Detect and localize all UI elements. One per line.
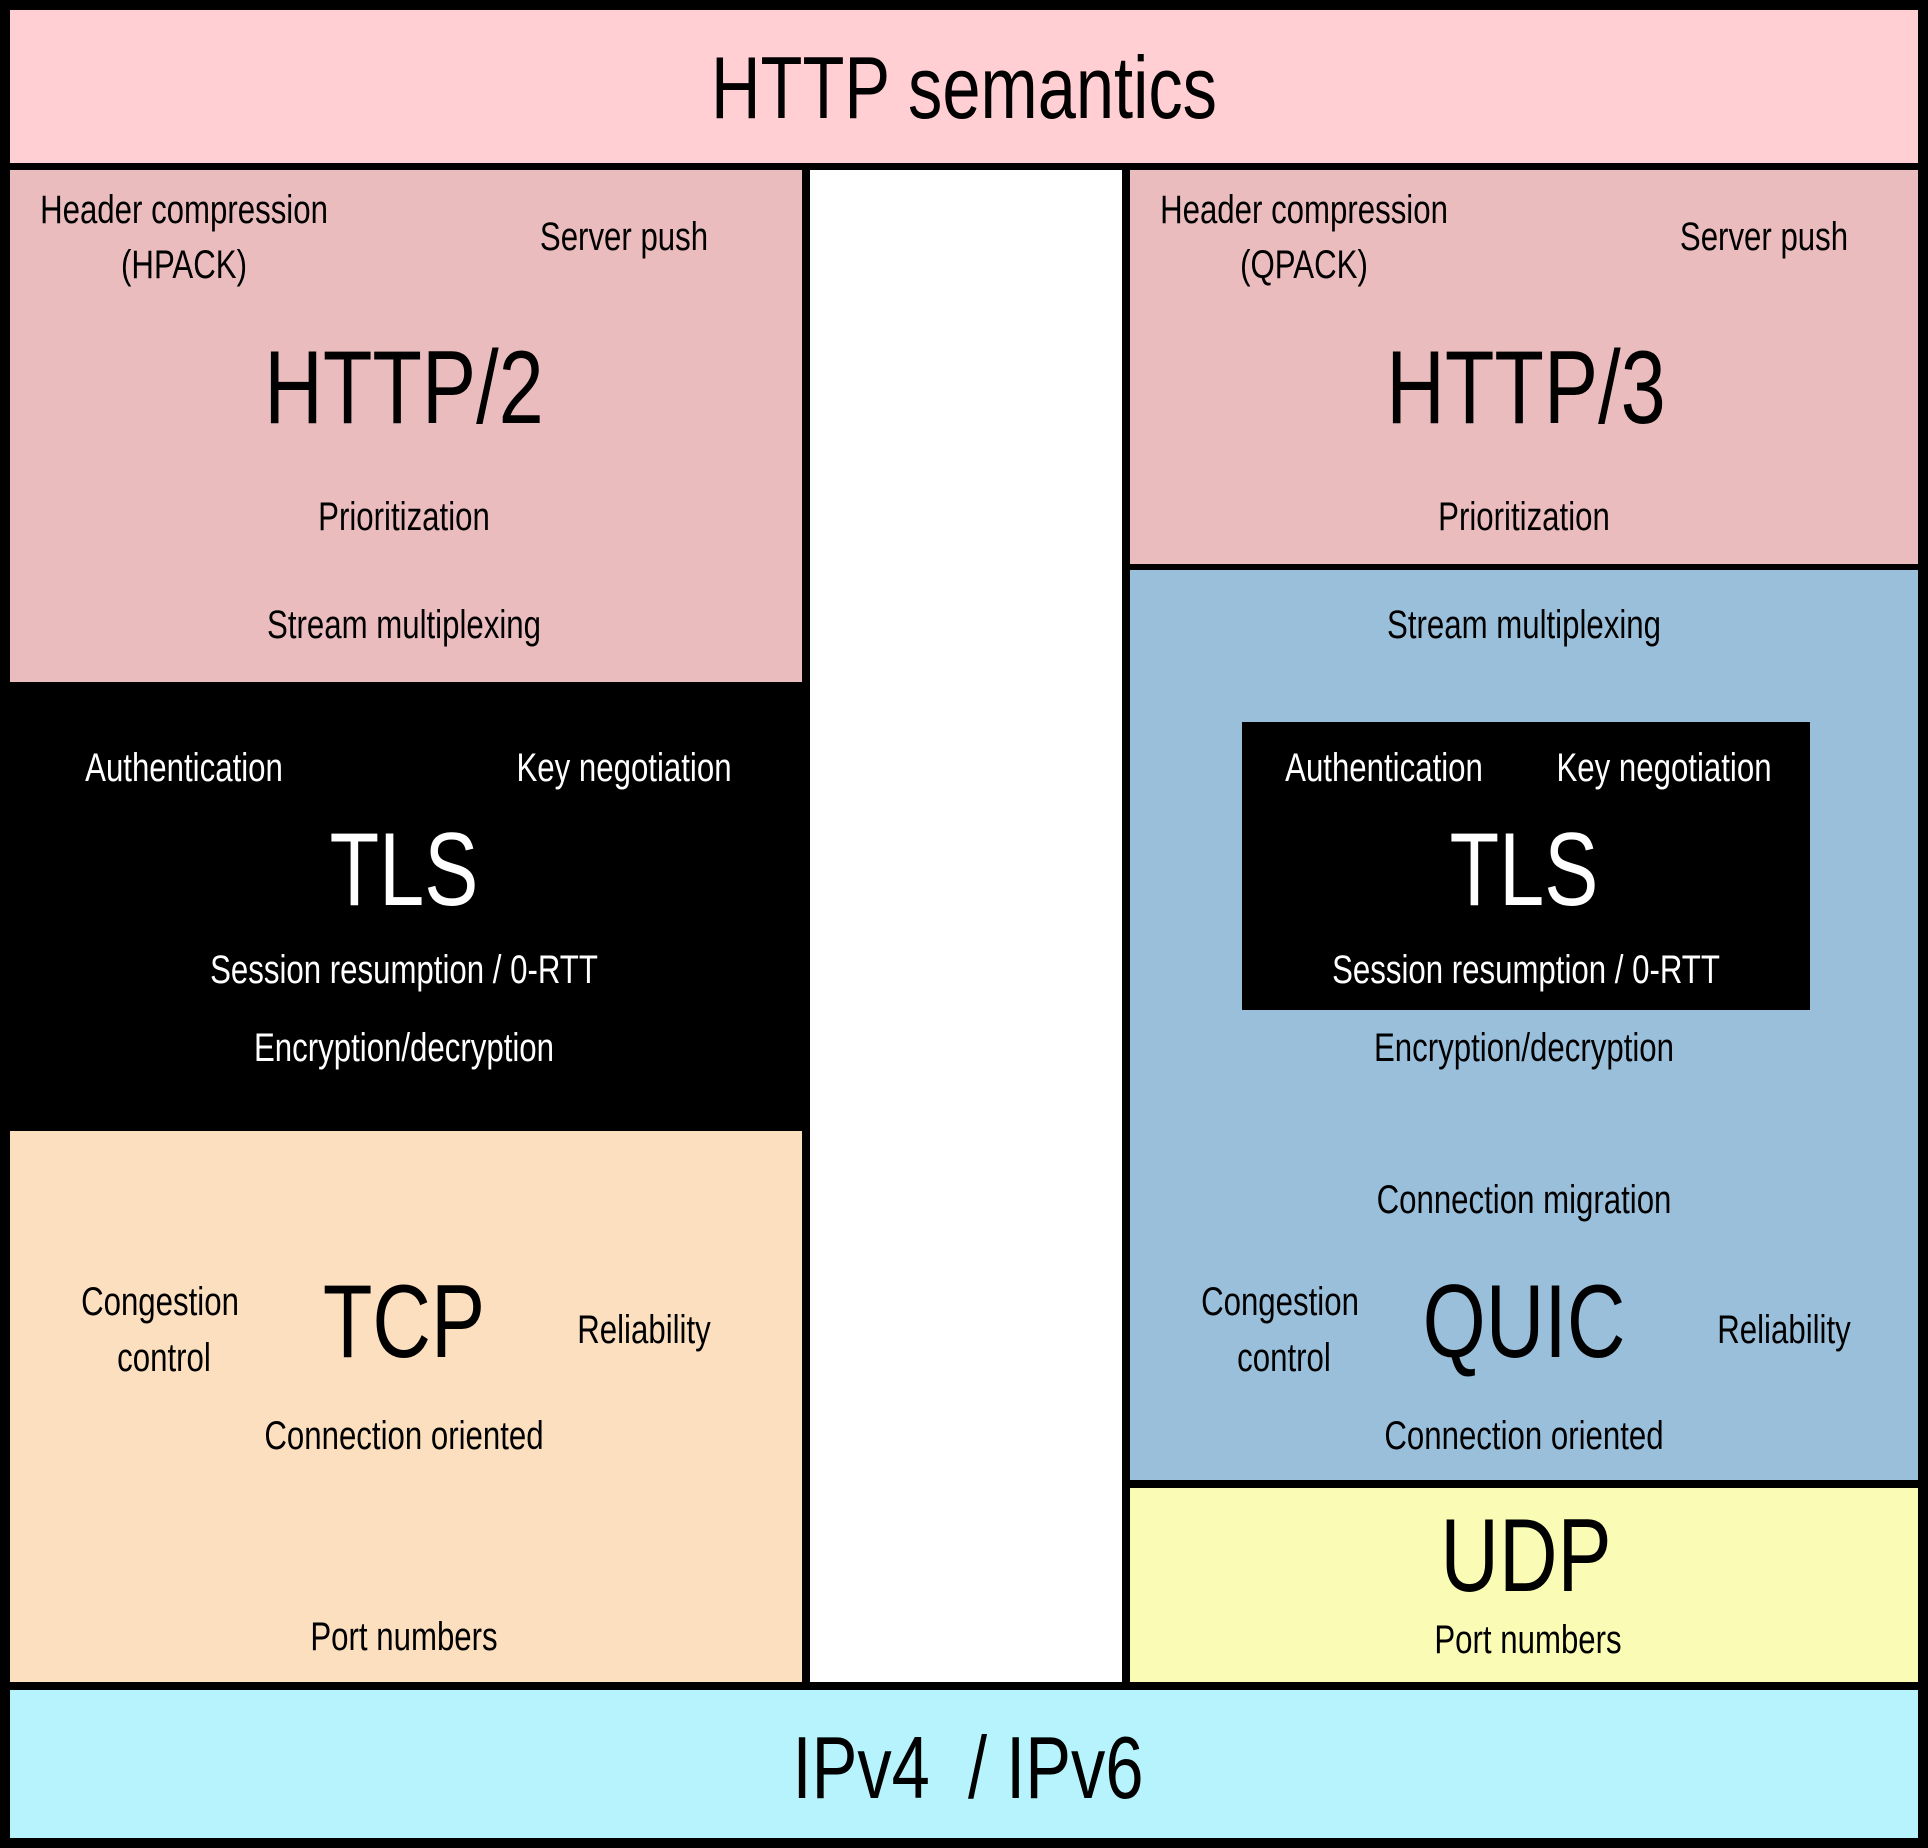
tcp-title: TCP: [322, 1264, 486, 1380]
quic-connection-migration: Connection migration: [1376, 1178, 1672, 1222]
quic-title: QUIC: [1422, 1264, 1626, 1380]
ip-layer: [10, 1690, 1918, 1838]
http-semantics-layer: [10, 10, 1918, 163]
http2-title: HTTP/2: [264, 330, 544, 446]
tcp-port-numbers: Port numbers: [310, 1615, 498, 1659]
tls-left-authentication: Authentication: [85, 746, 283, 790]
http-semantics-label: HTTP semantics: [710, 38, 1218, 137]
tls-right-session-resumption: Session resumption / 0-RTT: [1332, 948, 1720, 992]
tcp-connection-oriented: Connection oriented: [264, 1414, 544, 1458]
udp-layer: [1130, 1488, 1918, 1682]
http2-prioritization: Prioritization: [318, 495, 490, 539]
quic-layer: [1130, 570, 1918, 1480]
http2-layer: [10, 170, 802, 682]
http2-header-compression-sub: (HPACK): [121, 243, 247, 287]
http3-header-compression-sub: (QPACK): [1240, 243, 1368, 287]
tls-right-title: TLS: [1449, 812, 1599, 928]
tcp-layer: [10, 1131, 802, 1682]
http2-server-push: Server push: [539, 215, 709, 259]
http3-header-compression: Header compression: [1160, 188, 1448, 232]
udp-port-numbers: Port numbers: [1434, 1618, 1622, 1662]
quic-congestion-line2: control: [1237, 1336, 1331, 1380]
ip-label: IPv4 / IPv6: [792, 1718, 1144, 1817]
tls-left-title: TLS: [329, 812, 479, 928]
tls-left-encryption: Encryption/decryption: [253, 1026, 555, 1070]
quic-encryption: Encryption/decryption: [1373, 1026, 1675, 1070]
quic-connection-oriented: Connection oriented: [1384, 1414, 1664, 1458]
tcp-congestion-line1: Congestion: [81, 1280, 239, 1324]
tls-right-authentication: Authentication: [1285, 746, 1483, 790]
quic-reliability: Reliability: [1717, 1308, 1851, 1352]
http2-stream-multiplexing: Stream multiplexing: [267, 603, 541, 647]
http3-server-push: Server push: [1679, 215, 1849, 259]
quic-congestion-line1: Congestion: [1201, 1280, 1359, 1324]
tls-right-key-negotiation: Key negotiation: [1556, 746, 1772, 790]
http3-prioritization: Prioritization: [1438, 495, 1610, 539]
quic-stream-multiplexing: Stream multiplexing: [1387, 603, 1661, 647]
tls-layer-right: [1242, 722, 1810, 1010]
http2-header-compression: Header compression: [40, 188, 328, 232]
tls-layer-left: [10, 682, 802, 1127]
tcp-congestion-line2: control: [117, 1336, 211, 1380]
udp-title: UDP: [1440, 1498, 1612, 1614]
http3-title: HTTP/3: [1386, 330, 1666, 446]
tls-left-key-negotiation: Key negotiation: [516, 746, 732, 790]
tls-left-session-resumption: Session resumption / 0-RTT: [210, 948, 598, 992]
http3-layer: [1130, 170, 1918, 564]
middle-gap: [810, 170, 1122, 1682]
tcp-reliability: Reliability: [577, 1308, 711, 1352]
